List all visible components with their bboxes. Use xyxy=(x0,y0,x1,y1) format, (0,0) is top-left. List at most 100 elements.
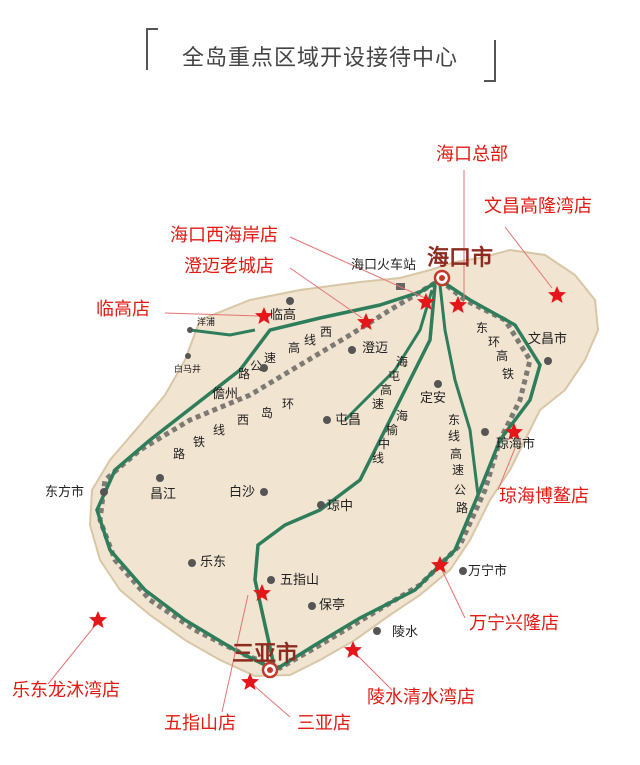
highway-label-haitun: 速 xyxy=(372,397,385,411)
city-label-baoting: 保亭 xyxy=(319,598,346,613)
railway-label-ring: 环 xyxy=(282,397,295,411)
page-title: 全岛重点区域开设接待中心 xyxy=(181,46,458,71)
star-icon xyxy=(357,313,375,330)
railway-label-ring: 西 xyxy=(237,413,250,427)
star-icon xyxy=(548,286,566,303)
city-label-lingao: 临高 xyxy=(270,308,297,323)
leader-line xyxy=(47,622,98,685)
haitun-highway xyxy=(343,289,434,422)
station-label-haikou: 海口火车站 xyxy=(351,258,417,273)
city-dot-icon xyxy=(187,327,193,333)
highway-label-haitun: 高 xyxy=(380,383,393,397)
highway-label-east-line: 高 xyxy=(450,447,463,461)
store-label-haikou-xihaian: 海口西海岸店 xyxy=(170,225,278,246)
star-icon xyxy=(505,423,523,440)
city-dot-icon xyxy=(317,501,325,509)
railway-label-east-ring: 铁 xyxy=(502,367,515,381)
railway-label-ring: 岛 xyxy=(261,406,274,420)
store-label-lingao: 临高店 xyxy=(96,299,150,320)
city-dot-icon xyxy=(308,602,316,610)
railway-label-ring: 铁 xyxy=(193,435,206,449)
city-dot-icon xyxy=(100,488,108,496)
highway-label-east-line: 路 xyxy=(456,501,469,515)
highway-label-west: 线 xyxy=(304,333,317,347)
city-dot-icon xyxy=(481,428,489,436)
city-label-chengmai: 澄迈 xyxy=(362,341,389,356)
highway-label-haitun: 屯 xyxy=(388,369,401,383)
leader-line xyxy=(164,312,259,317)
store-label-wuzhishan: 五指山店 xyxy=(164,713,236,734)
store-label-chengmai-laocheng: 澄迈老城店 xyxy=(184,256,274,277)
major-city-sanya: 三亚市 xyxy=(232,642,299,667)
highway-label-haiyu: 中 xyxy=(378,437,391,451)
highway-label-west: 高 xyxy=(288,341,301,355)
city-dot-icon xyxy=(185,353,191,359)
city-label-danzhou: 儋州 xyxy=(212,387,239,402)
star-icon xyxy=(255,307,273,324)
highway-label-haiyu: 海 xyxy=(396,409,409,423)
railway-label-ring: 线 xyxy=(213,423,226,437)
city-dot-icon xyxy=(459,567,467,575)
city-dot-icon xyxy=(544,357,552,365)
store-label-lingshui-qingshui: 陵水清水湾店 xyxy=(367,687,475,708)
island-shape xyxy=(88,248,600,678)
city-label-qionghai: 琼海市 xyxy=(496,437,536,452)
leader-line xyxy=(497,447,516,491)
city-label-ledong: 乐东 xyxy=(200,555,227,570)
city-dot-icon xyxy=(286,297,294,305)
highway-label-east-line: 东 xyxy=(448,413,461,427)
city-dot-icon xyxy=(260,364,268,372)
east-line-highway xyxy=(438,284,480,496)
star-icon xyxy=(253,584,271,601)
store-label-wanning-xinglong: 万宁兴隆店 xyxy=(469,613,559,634)
leader-line xyxy=(289,267,363,319)
railway-label-ring: 路 xyxy=(173,447,186,461)
store-label-haikou-hq: 海口总部 xyxy=(436,144,508,165)
railway-label-east-ring: 东 xyxy=(476,321,489,335)
city-dot-icon xyxy=(260,488,268,496)
city-dot-icon xyxy=(156,474,164,482)
star-icon xyxy=(431,556,449,573)
highway-label-haiyu: 榆 xyxy=(386,423,399,437)
leader-line xyxy=(504,226,553,289)
city-label-tunchang: 屯昌 xyxy=(335,413,362,428)
major-city-icon xyxy=(261,661,279,679)
city-dot-icon xyxy=(373,627,381,635)
haiyu-central-highway xyxy=(253,284,437,671)
city-dot-icon xyxy=(348,346,356,354)
star-icon xyxy=(449,296,467,313)
city-label-baisha: 白沙 xyxy=(229,485,256,500)
city-dot-icon xyxy=(323,416,331,424)
leader-line xyxy=(353,651,393,691)
highway-label-west: 公 xyxy=(250,359,263,373)
star-icon xyxy=(417,293,435,310)
ring-highway xyxy=(95,277,542,673)
leader-line xyxy=(221,594,249,713)
city-label-lingshui: 陵水 xyxy=(392,625,419,640)
major-city-haikou: 海口市 xyxy=(427,246,494,271)
leader-line xyxy=(250,682,291,718)
yangpu-branch-road xyxy=(189,328,256,337)
store-label-wenchang-gaolong: 文昌高隆湾店 xyxy=(484,196,592,217)
railway-label-east-ring: 高 xyxy=(496,349,509,363)
highway-label-east-line: 线 xyxy=(448,429,461,443)
star-icon xyxy=(241,673,259,690)
city-label-wenchang: 文昌市 xyxy=(528,332,568,347)
title-frame-left-bracket xyxy=(146,28,158,70)
highway-label-haitun: 海 xyxy=(396,355,409,369)
city-label-dingan: 定安 xyxy=(420,391,447,406)
store-label-ledong-longmu: 乐东龙沐湾店 xyxy=(12,680,120,701)
leader-line xyxy=(440,567,466,619)
store-label-sanya: 三亚店 xyxy=(297,713,351,734)
star-icon xyxy=(89,611,107,628)
city-label-yangpu: 洋浦 xyxy=(197,318,216,328)
major-city-icon xyxy=(433,269,451,287)
leader-line xyxy=(289,236,426,299)
city-label-baimajing: 白马井 xyxy=(174,365,202,375)
highway-label-haiyu: 线 xyxy=(372,451,385,465)
city-dot-icon xyxy=(267,576,275,584)
railway-label-east-ring: 环 xyxy=(488,335,501,349)
city-dot-icon xyxy=(434,380,442,388)
highway-label-west: 路 xyxy=(238,367,251,381)
